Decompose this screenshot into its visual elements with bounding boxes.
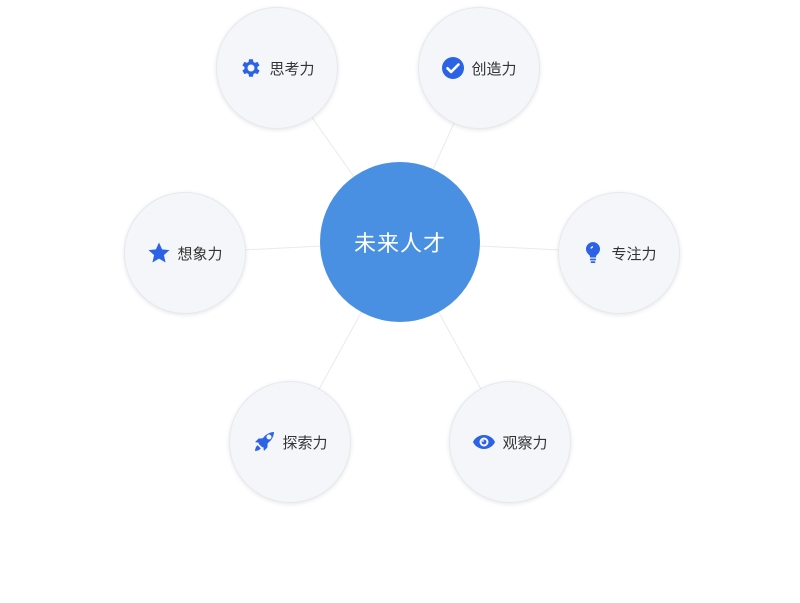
node-observe[interactable]: 观察力 [449, 381, 571, 503]
node-focus-label: 专注力 [611, 244, 657, 263]
eye-icon [472, 430, 496, 454]
node-focus[interactable]: 专注力 [558, 192, 680, 314]
node-create[interactable]: 创造力 [418, 7, 540, 129]
star-icon [147, 241, 171, 265]
center-node: 未来人才 [320, 162, 480, 322]
check-circle-icon [441, 56, 465, 80]
lightbulb-icon [581, 241, 605, 265]
node-imagine-label: 想象力 [177, 244, 223, 263]
node-explore[interactable]: 探索力 [229, 381, 351, 503]
node-explore-label: 探索力 [282, 433, 328, 452]
rocket-icon [252, 430, 276, 454]
node-imagine[interactable]: 想象力 [124, 192, 246, 314]
center-label: 未来人才 [353, 232, 446, 257]
gear-icon [239, 56, 263, 80]
node-think-label: 思考力 [269, 59, 315, 78]
node-observe-label: 观察力 [502, 433, 548, 452]
node-think[interactable]: 思考力 [216, 7, 338, 129]
node-create-label: 创造力 [471, 59, 517, 78]
